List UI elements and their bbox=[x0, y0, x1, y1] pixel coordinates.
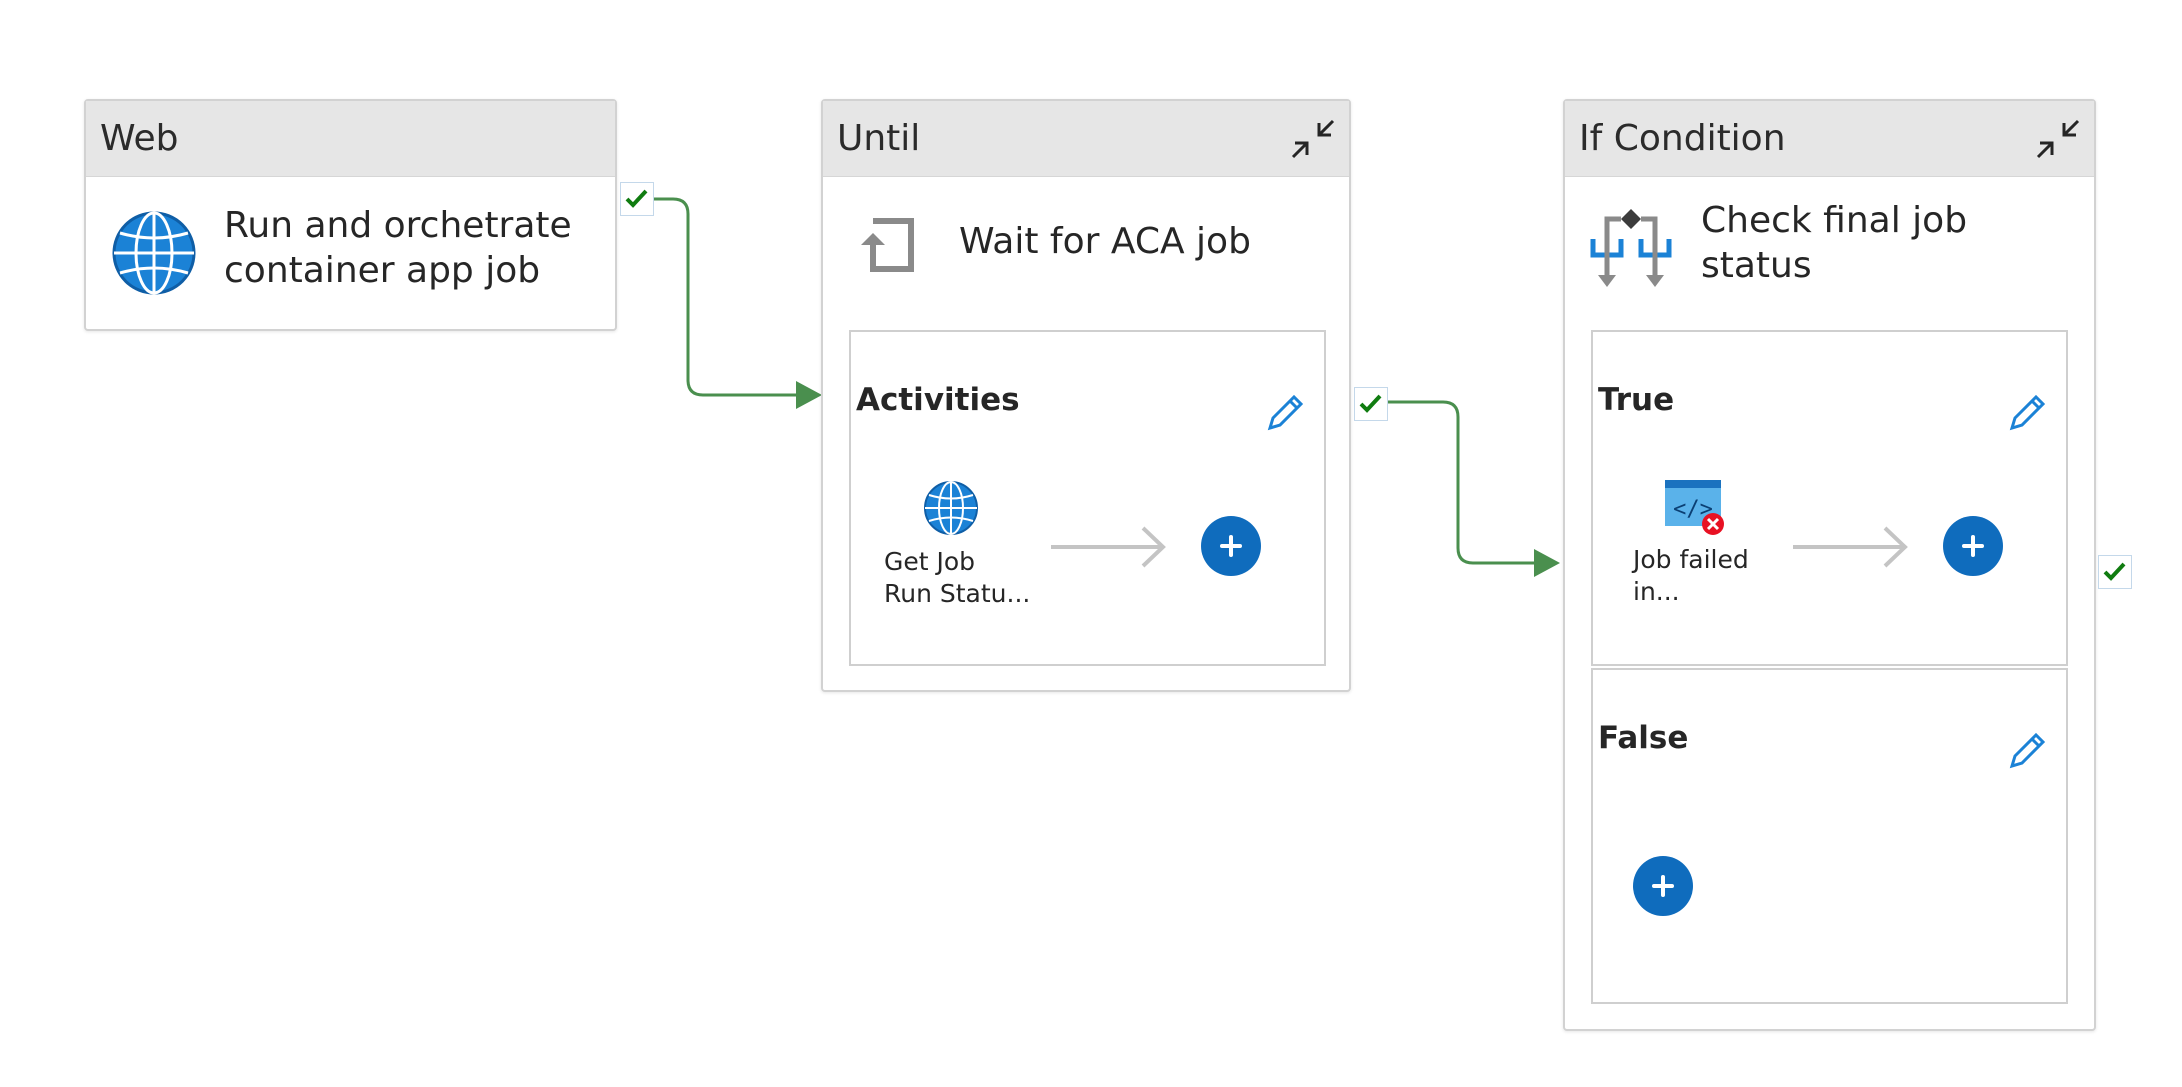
web-success-output[interactable] bbox=[620, 182, 654, 216]
add-activity-button[interactable] bbox=[1633, 856, 1693, 916]
false-branch-label: False bbox=[1598, 720, 1689, 756]
connector-web-to-until bbox=[650, 197, 802, 397]
check-icon bbox=[625, 189, 648, 208]
add-activity-button[interactable] bbox=[1943, 516, 2003, 576]
globe-icon bbox=[112, 211, 196, 295]
inner-activity-job-failed[interactable]: </> Job failed in... bbox=[1633, 478, 1793, 618]
pencil-icon bbox=[1267, 394, 1304, 431]
true-branch-container[interactable]: True </> Job failed in... bbox=[1591, 330, 2068, 666]
edit-activities-button[interactable] bbox=[1262, 390, 1308, 436]
false-branch-container[interactable]: False bbox=[1591, 668, 2068, 1004]
connector-until-to-if bbox=[1383, 400, 1540, 565]
connector-web-to-until-arrow bbox=[796, 381, 822, 409]
branch-icon bbox=[1589, 207, 1673, 291]
until-activity-header: Until bbox=[823, 101, 1349, 177]
sequence-arrow-icon bbox=[1793, 526, 1908, 568]
edit-false-branch-button[interactable] bbox=[2004, 728, 2050, 774]
check-icon bbox=[1359, 394, 1382, 413]
connector-until-to-if-arrow bbox=[1534, 549, 1560, 577]
until-activity-card[interactable]: Until Wait for ACA job Activities bbox=[821, 99, 1351, 692]
web-activity-card[interactable]: Web Run and orchetrate container app job bbox=[84, 99, 617, 331]
globe-icon bbox=[923, 480, 979, 536]
activity-title: Run and orchetrate container app job bbox=[224, 205, 572, 291]
web-activity-header: Web bbox=[86, 101, 615, 177]
activity-type-label: If Condition bbox=[1579, 118, 1786, 159]
pencil-icon bbox=[2009, 394, 2046, 431]
activity-type-label: Web bbox=[100, 118, 179, 159]
until-success-output[interactable] bbox=[1354, 387, 1388, 421]
inner-activity-get-job-status[interactable]: Get Job Run Statu... bbox=[881, 480, 1041, 620]
pencil-icon bbox=[2009, 732, 2046, 769]
collapse-icon bbox=[2036, 119, 2080, 159]
fail-code-icon: </> bbox=[1663, 478, 1727, 536]
collapse-icon bbox=[1291, 119, 1335, 159]
inner-activity-label: Get Job Run Statu... bbox=[884, 547, 1031, 608]
add-activity-button[interactable] bbox=[1201, 516, 1261, 576]
edit-true-branch-button[interactable] bbox=[2004, 390, 2050, 436]
loop-icon bbox=[859, 215, 919, 275]
if-condition-activity-card[interactable]: If Condition Check final job status bbox=[1563, 99, 2096, 1031]
until-activities-container[interactable]: Activities Get Job Ru bbox=[849, 330, 1326, 666]
true-branch-label: True bbox=[1598, 382, 1675, 418]
activity-title: Wait for ACA job bbox=[959, 221, 1251, 262]
if-condition-header: If Condition bbox=[1565, 101, 2094, 177]
activities-label: Activities bbox=[856, 382, 1020, 418]
collapse-button[interactable] bbox=[2030, 113, 2086, 165]
inner-activity-label: Job failed in... bbox=[1633, 545, 1749, 606]
collapse-button[interactable] bbox=[1285, 113, 1341, 165]
check-icon bbox=[2103, 562, 2126, 581]
sequence-arrow-icon bbox=[1051, 526, 1166, 568]
if-condition-success-output[interactable] bbox=[2098, 555, 2132, 589]
activity-title: Check final job status bbox=[1701, 200, 1968, 286]
activity-type-label: Until bbox=[837, 118, 921, 159]
